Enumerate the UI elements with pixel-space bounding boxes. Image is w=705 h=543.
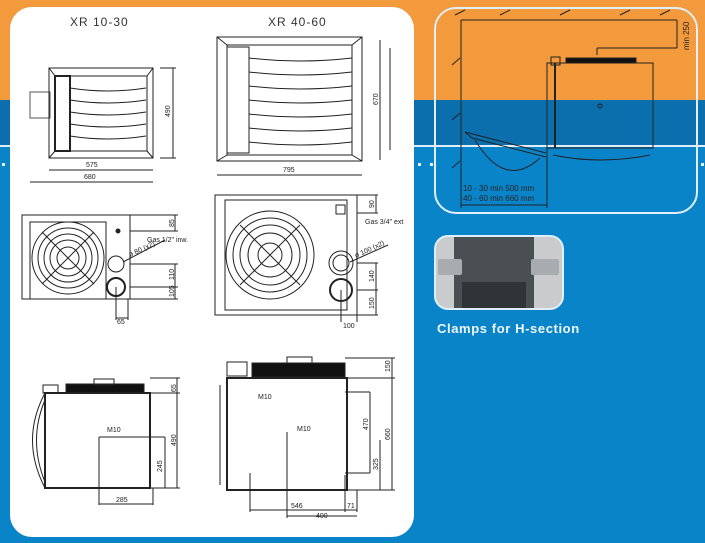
clamp-right <box>531 259 559 275</box>
dim-label: 680 <box>84 174 96 181</box>
dim-label: 546 <box>291 503 303 510</box>
h-section-flange <box>462 282 526 308</box>
xr1030-front-drawing <box>29 67 176 183</box>
installation-clearance-drawing <box>451 9 678 208</box>
clearance-top-label: min 250 <box>682 21 691 50</box>
dim-label: 100 <box>343 323 355 330</box>
model-title-xr4060: XR 40-60 <box>268 15 327 29</box>
xr1030-side-drawing <box>21 214 178 320</box>
clamps-photo <box>434 235 564 310</box>
xr4060-top-drawing <box>219 356 395 518</box>
clamps-caption: Clamps for H-section <box>437 321 580 336</box>
decor-dot <box>430 163 433 166</box>
dim-label: 140 <box>369 270 376 282</box>
xr4060-side-drawing <box>214 194 389 322</box>
model-title-xr1030: XR 10-30 <box>70 15 129 29</box>
dim-label: 660 <box>385 428 392 440</box>
dim-label: 285 <box>116 497 128 504</box>
dim-label: 490 <box>171 434 178 446</box>
installation-panel <box>434 7 698 214</box>
dim-label: 575 <box>86 162 98 169</box>
dim-label: 400 <box>316 513 328 520</box>
dim-label: 90 <box>369 200 376 208</box>
dim-label: 65 <box>171 384 178 392</box>
decor-dot <box>418 163 421 166</box>
gas-label: Gas 1/2" inw. <box>147 237 188 244</box>
dim-label: 490 <box>165 105 172 117</box>
dim-label: 71 <box>347 503 355 510</box>
dim-label: 110 <box>169 269 176 280</box>
dim-label: 150 <box>385 360 392 372</box>
decor-dot <box>701 163 704 166</box>
mount-label: M10 <box>258 394 272 401</box>
clearance-line-1: 10 - 30 min 500 mm <box>463 184 534 193</box>
dim-label: 105 <box>169 285 176 297</box>
dim-label: 245 <box>157 460 164 472</box>
gas-label: Gas 3/4" ext <box>365 219 403 226</box>
pipe-label: ø 80 (x2) <box>128 241 156 259</box>
dim-label: 670 <box>373 93 380 105</box>
xr4060-front-drawing <box>216 36 391 176</box>
mount-label: M10 <box>297 426 311 433</box>
clearance-line-2: 40 - 60 min 660 mm <box>463 194 534 203</box>
dim-label: 470 <box>363 418 370 430</box>
dim-label: 150 <box>369 297 376 309</box>
pipe-label: ø 100 (x2) <box>354 240 386 260</box>
xr1030-top-drawing <box>32 377 180 505</box>
clamp-left <box>438 259 462 275</box>
mount-label: M10 <box>107 427 121 434</box>
decor-dot <box>2 163 5 166</box>
dim-label: 85 <box>169 219 176 227</box>
dim-label: 65 <box>117 319 125 326</box>
dim-label: 795 <box>283 167 295 174</box>
dim-label: 325 <box>373 458 380 470</box>
